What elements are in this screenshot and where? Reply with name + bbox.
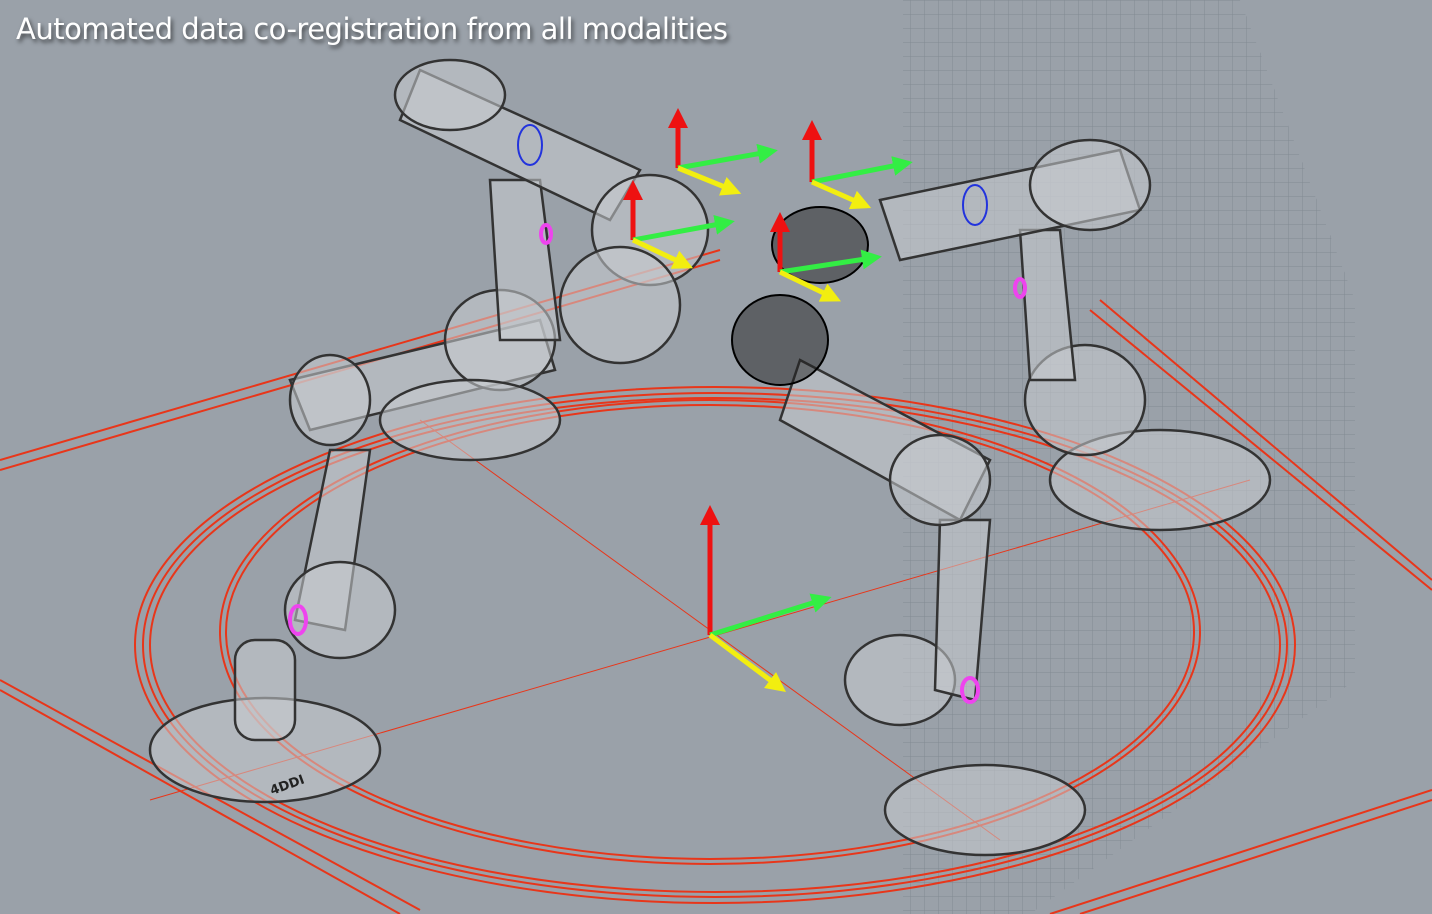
scene-title: Automated data co-registration from all … — [16, 12, 728, 46]
world-frame — [700, 505, 832, 692]
frame-left-sphere — [623, 180, 735, 269]
robot-front-right — [731, 294, 1087, 857]
robot-back-left — [378, 58, 710, 462]
robot-back-right — [771, 138, 1272, 532]
frame-right-sphere — [770, 212, 882, 302]
robot-front-left: 4DDI — [148, 288, 557, 804]
frame-back-right-tool — [802, 120, 913, 210]
frame-back-left-tool — [668, 108, 778, 196]
